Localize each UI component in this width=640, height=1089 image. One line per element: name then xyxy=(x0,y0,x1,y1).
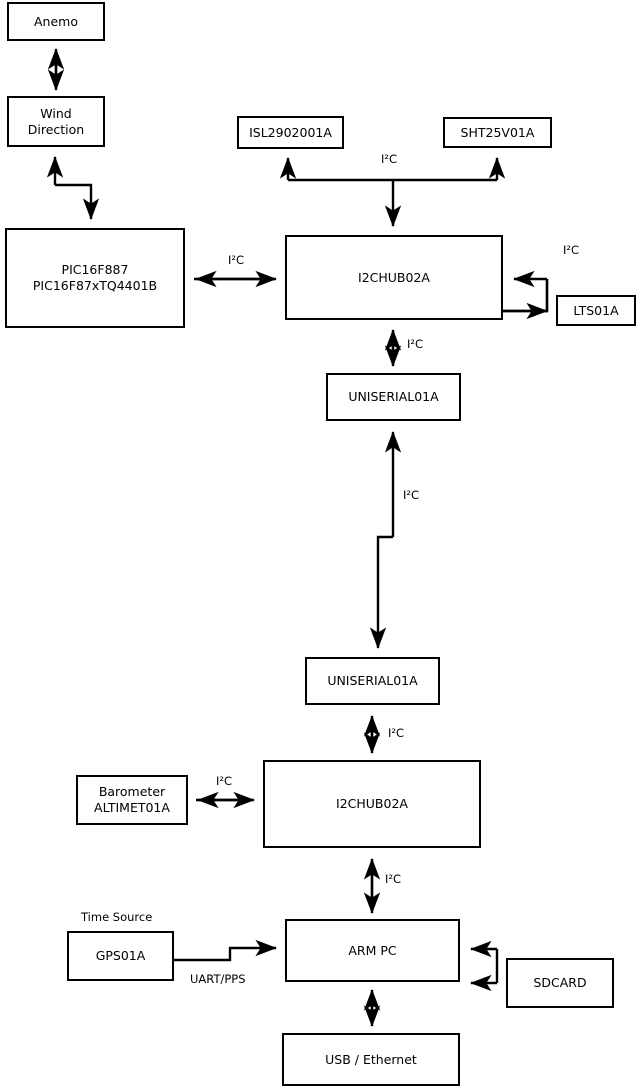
node-uniserial01a-lower[interactable]: UNISERIAL01A xyxy=(305,657,440,705)
node-i2chub02a-bottom[interactable]: I2CHUB02A xyxy=(263,760,481,848)
node-i2chub02a-top[interactable]: I2CHUB02A xyxy=(285,235,503,320)
connector-wind-pic xyxy=(46,156,100,220)
edge-label-i2c-uniserial-hub: I²C xyxy=(388,726,405,740)
connector-gps-armpc xyxy=(174,939,277,962)
edge-label-i2c-bus-top: I²C xyxy=(381,152,398,166)
edge-label-i2c-hub-uniserial: I²C xyxy=(407,337,424,351)
connector-armpc-sdcard xyxy=(470,940,499,992)
edge-label-i2c-pic-hub: I²C xyxy=(228,253,245,267)
connector-uniserial-uniserial xyxy=(369,431,402,649)
node-sht25v01a[interactable]: SHT25V01A xyxy=(443,117,552,148)
edge-label-i2c-barometer: I²C xyxy=(216,774,233,788)
connector-hub-top-lts xyxy=(497,270,549,320)
node-wind-direction[interactable]: Wind Direction xyxy=(7,96,105,147)
node-isl2902001a[interactable]: ISL2902001A xyxy=(237,116,344,149)
node-pic-mcu[interactable]: PIC16F887 PIC16F87xTQ4401B xyxy=(5,228,185,328)
node-anemo[interactable]: Anemo xyxy=(7,2,105,41)
node-gps01a[interactable]: GPS01A xyxy=(67,931,174,981)
edge-label-i2c-hub-armpc: I²C xyxy=(385,872,402,886)
connector-i2c-bus-top xyxy=(279,157,506,227)
node-usb-ethernet[interactable]: USB / Ethernet xyxy=(282,1033,460,1086)
node-sdcard[interactable]: SDCARD xyxy=(506,958,614,1008)
edge-label-i2c-uniserial-link: I²C xyxy=(403,488,420,502)
node-uniserial01a-upper[interactable]: UNISERIAL01A xyxy=(326,373,461,421)
node-barometer-altimet01a[interactable]: Barometer ALTIMET01A xyxy=(76,775,188,825)
label-time-source: Time Source xyxy=(81,910,153,924)
node-arm-pc[interactable]: ARM PC xyxy=(285,919,460,982)
edge-label-uart-pps: UART/PPS xyxy=(190,972,246,986)
edge-label-i2c-lts: I²C xyxy=(563,243,580,257)
node-lts01a[interactable]: LTS01A xyxy=(556,295,636,326)
